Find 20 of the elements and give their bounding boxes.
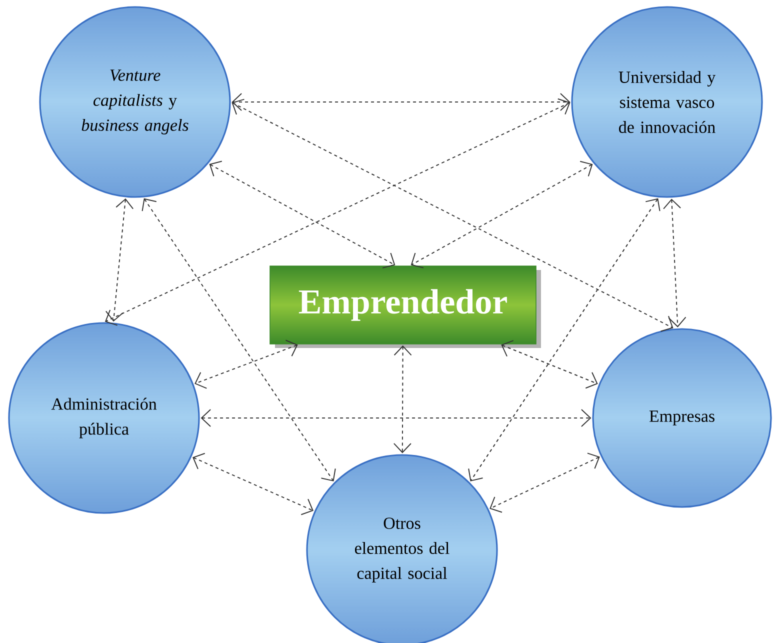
circle-node: Universidad y sistema vasco de innovación — [571, 6, 763, 198]
arrow — [142, 198, 336, 482]
arrow — [490, 452, 600, 513]
arrow — [200, 409, 592, 427]
arrow — [104, 98, 570, 326]
arrow — [105, 198, 134, 322]
arrow — [393, 345, 412, 454]
circle-node: Empresas — [592, 328, 772, 508]
arrow — [410, 160, 593, 268]
arrow — [468, 198, 660, 482]
arrow — [194, 340, 298, 389]
arrow — [209, 160, 396, 268]
arrow — [192, 452, 314, 516]
circle-node: Venture capitalists y business angels — [39, 6, 231, 198]
arrow — [663, 198, 686, 328]
center-box: Emprendedor — [270, 266, 541, 348]
arrow — [232, 98, 674, 332]
arrow — [232, 93, 570, 111]
circle-node: Administración pública — [8, 322, 200, 514]
arrow — [501, 340, 598, 389]
